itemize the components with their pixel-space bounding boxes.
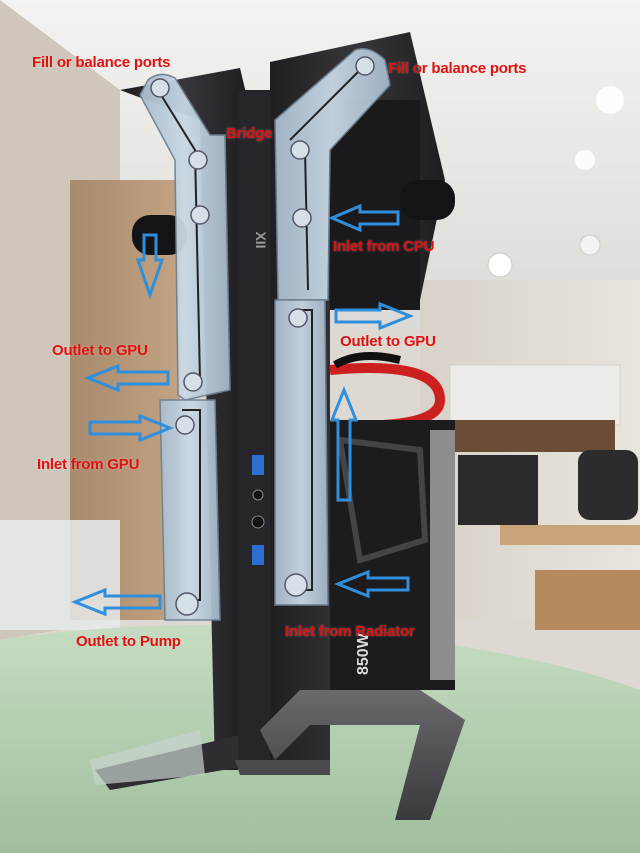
label-outlet-to-pump: Outlet to Pump xyxy=(76,633,181,650)
ceiling-light-2 xyxy=(575,150,595,170)
ceiling-spot xyxy=(487,252,513,278)
port xyxy=(290,140,310,160)
port xyxy=(188,150,208,170)
psu-wattage: 850W xyxy=(355,632,372,675)
counter-crates xyxy=(535,570,640,630)
kitchen-shelf xyxy=(455,420,615,452)
stand-base-front xyxy=(235,760,330,775)
label-fill-ports-right: Fill or balance ports xyxy=(388,60,527,77)
arrow-inlet-radiator xyxy=(333,569,410,599)
brand-mark: XII xyxy=(253,231,269,248)
label-bridge: Bridge xyxy=(226,125,273,142)
kitchen-cabinets xyxy=(449,364,621,426)
center-panel xyxy=(238,90,274,770)
right-plate-lower xyxy=(274,299,329,606)
label-inlet-from-gpu: Inlet from GPU xyxy=(37,456,140,473)
label-outlet-to-gpu-right: Outlet to GPU xyxy=(340,333,436,350)
annotation-arrows xyxy=(70,203,415,617)
audio-jack xyxy=(252,489,264,501)
wooden-counter xyxy=(500,525,640,545)
fittings-left xyxy=(132,215,187,255)
label-fill-ports-left: Fill or balance ports xyxy=(32,54,171,71)
ports xyxy=(150,56,375,616)
label-outlet-to-gpu-left: Outlet to GPU xyxy=(52,342,148,359)
port xyxy=(284,573,308,597)
arrow-up-right xyxy=(329,385,359,502)
port xyxy=(355,56,375,76)
port xyxy=(190,205,210,225)
ceiling-light xyxy=(596,86,624,114)
power-button xyxy=(251,515,265,529)
usb-port-bottom xyxy=(252,545,264,565)
arrow-inlet-gpu xyxy=(88,413,175,443)
port xyxy=(288,308,308,328)
smoke-detector xyxy=(579,234,601,256)
arrow-down-left xyxy=(135,233,165,300)
arrow-outlet-pump xyxy=(70,587,162,617)
black-cables xyxy=(332,352,401,369)
air-fryer xyxy=(578,450,638,520)
arrow-outlet-gpu-left xyxy=(83,363,170,393)
port xyxy=(183,372,203,392)
port xyxy=(150,78,170,98)
clear-foot xyxy=(90,730,205,785)
port xyxy=(292,208,312,228)
right-plate-upper xyxy=(274,48,391,301)
psu-logo xyxy=(336,436,429,564)
label-inlet-from-radiator: Inlet from Radiator xyxy=(285,623,415,640)
label-inlet-from-cpu: Inlet from CPU xyxy=(333,238,435,255)
usb-port-top xyxy=(252,455,264,475)
left-plate-lower xyxy=(159,399,221,621)
arrow-outlet-gpu-right xyxy=(334,301,415,331)
arrow-inlet-cpu xyxy=(328,203,400,233)
fittings-right xyxy=(400,180,455,220)
port xyxy=(175,592,199,616)
left-plate-upper xyxy=(139,73,231,401)
port xyxy=(175,415,195,435)
psu-vents xyxy=(430,430,455,680)
oven xyxy=(458,455,538,525)
stand-base xyxy=(260,690,465,820)
